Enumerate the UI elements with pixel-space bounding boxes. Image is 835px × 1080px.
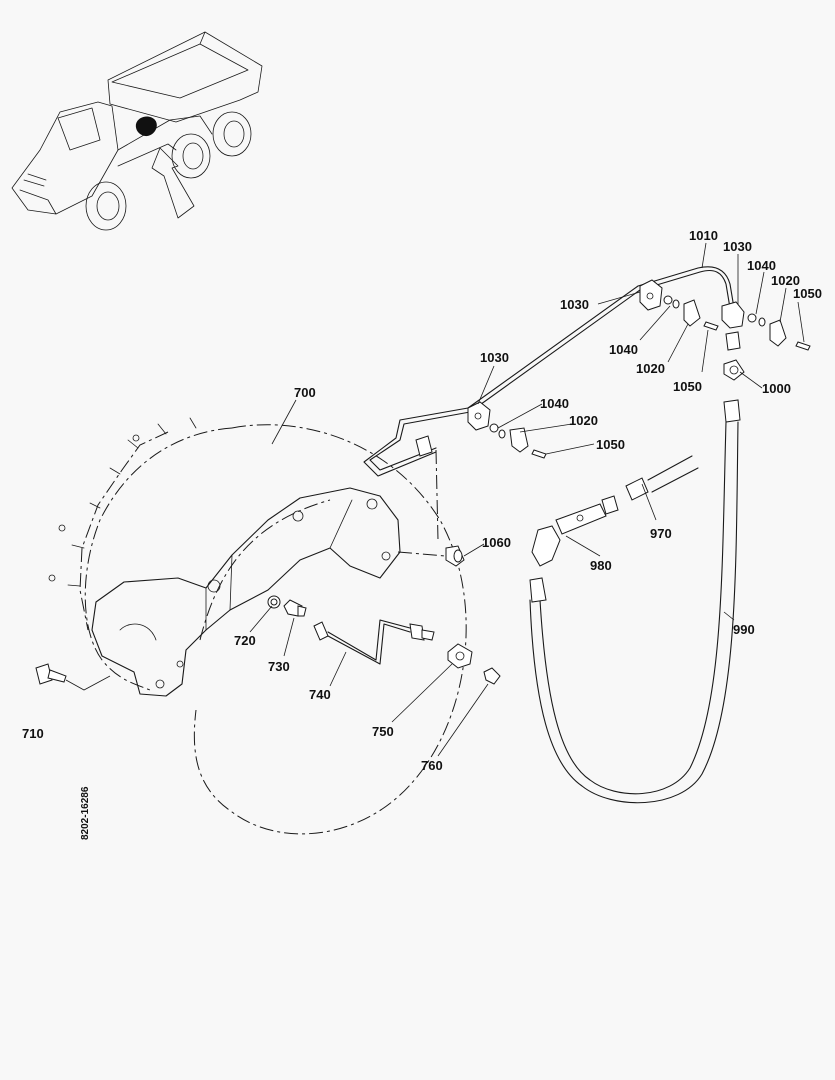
part-760-nipple [483,667,501,685]
label-1040-top-right: 1040 [747,258,776,273]
clamp-hardware-upper-left [663,295,719,331]
drawing-code: 8202-16286 [80,786,91,840]
part-1060-fitting [397,545,465,567]
label-980: 980 [590,558,612,573]
label-1040-middle: 1040 [540,396,569,411]
label-1030-middle: 1030 [480,350,509,365]
label-1060: 1060 [482,535,511,550]
truck-thumbnail [11,31,263,231]
label-750: 750 [372,724,394,739]
label-1050-top-right: 1050 [793,286,822,301]
clamp-hardware-middle [489,423,547,459]
label-1010: 1010 [689,228,718,243]
label-1020-top-right: 1020 [771,273,800,288]
label-760: 760 [421,758,443,773]
label-1020-middle: 1020 [569,413,598,428]
clamp-1030-middle [467,401,491,431]
part-710-bolt [35,663,111,691]
part-labels: 1010 1030 1040 1020 1050 1030 1040 1020 … [22,228,822,773]
label-710: 710 [22,726,44,741]
part-730-adapter [283,599,307,617]
label-1030-top-left: 1030 [560,297,589,312]
part-750-nut [447,643,473,669]
location-marker-icon [135,116,157,137]
label-1050-middle: 1050 [596,437,625,452]
label-1040-top-left: 1040 [609,342,638,357]
label-1050-top-left: 1050 [673,379,702,394]
label-970: 970 [650,526,672,541]
label-1030-top-right: 1030 [723,239,752,254]
part-970-hose-end [625,455,699,501]
transmission-housing-outline [48,417,467,835]
part-1000-fitting [723,331,745,381]
housing-bracket [91,487,401,697]
part-1010-pipe [363,266,737,541]
label-1000: 1000 [762,381,791,396]
clamp-hardware-upper-right [747,313,811,351]
arrow-up-icon [151,147,195,219]
part-720-washer [267,595,281,609]
part-980-elbow [531,495,619,567]
label-720: 720 [234,633,256,648]
label-1020-top-left: 1020 [636,361,665,376]
label-990: 990 [733,622,755,637]
label-700: 700 [294,385,316,400]
part-740-pipe [313,619,435,665]
leader-lines [249,242,805,757]
label-730: 730 [268,659,290,674]
clamp-1030-upper-right [721,301,745,329]
clamp-1030-upper-left [639,279,663,311]
label-740: 740 [309,687,331,702]
part-990-hose [529,399,741,804]
